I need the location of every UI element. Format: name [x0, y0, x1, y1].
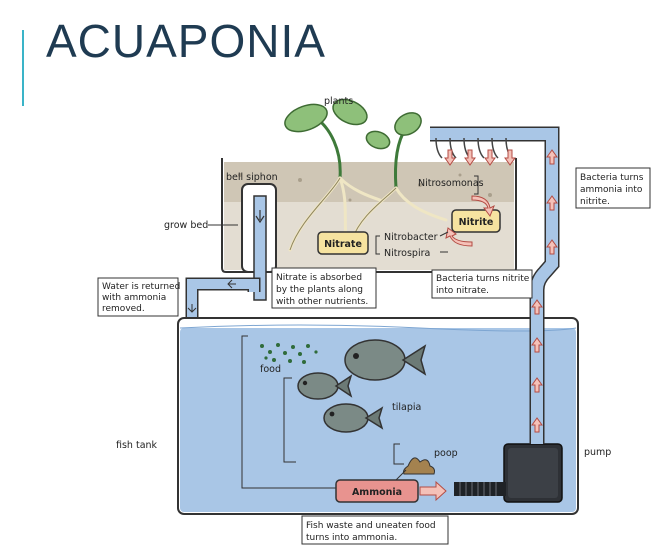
- food-pellets: [260, 343, 318, 364]
- water-returned-line-2: with ammonia: [102, 293, 166, 303]
- ammonia-label: Ammonia: [352, 487, 402, 498]
- poop-label: poop: [434, 448, 458, 459]
- fish-waste-line-2: turns into ammonia.: [306, 533, 397, 543]
- bacteria-ammonia-line-1: Bacteria turns: [580, 173, 644, 183]
- pump-label: pump: [584, 447, 611, 458]
- nitrate-absorbed-line-3: with other nutrients.: [276, 297, 368, 307]
- slide-title: ACUAPONIA: [46, 15, 326, 67]
- nitrate-absorbed-line-2: by the plants along: [276, 285, 363, 295]
- callout-bacteria-nitrite: Bacteria turns nitrite into nitrate.: [431, 269, 533, 299]
- water-returned-line-3: removed.: [102, 304, 145, 314]
- ammonia-box: Ammonia: [335, 479, 447, 503]
- nitrate-absorbed-line-1: Nitrate is absorbed: [276, 273, 362, 283]
- fish-waste-line-1: Fish waste and uneaten food: [306, 521, 436, 531]
- nitrate-box: Nitrate: [317, 231, 369, 255]
- nitrobacter-group: Nitrobacter Nitrospira: [375, 231, 449, 259]
- nitrite-box: Nitrite: [451, 209, 501, 233]
- fish-tank-label: fish tank: [116, 440, 158, 451]
- callout-nitrate-absorbed: Nitrate is absorbed by the plants along …: [271, 267, 377, 309]
- supply-pipe: [430, 126, 560, 444]
- nitrosomonas-label: Nitrosomonas: [418, 178, 484, 189]
- nitrobacter-label: Nitrobacter: [384, 232, 438, 243]
- accent-bar: [22, 30, 24, 106]
- tilapia-fish: [297, 339, 427, 433]
- bell-siphon: [241, 183, 277, 301]
- bacteria-nitrite-line-2: into nitrate.: [436, 286, 489, 296]
- return-pipe: [185, 277, 261, 322]
- nitrite-arrows: [445, 195, 495, 247]
- nitrospira-label: Nitrospira: [384, 248, 430, 259]
- water-returned-line-1: Water is returned: [102, 282, 180, 292]
- callout-water-returned: Water is returned with ammonia removed.: [97, 277, 180, 317]
- bacteria-ammonia-line-2: ammonia into: [580, 185, 643, 195]
- grow-bed-label: grow bed: [164, 220, 208, 231]
- plants-label: plants: [324, 96, 353, 107]
- bell-siphon-label: bell siphon: [226, 172, 278, 183]
- nitrite-label: Nitrite: [459, 217, 494, 228]
- bacteria-nitrite-line-1: Bacteria turns nitrite: [436, 274, 530, 284]
- tilapia-label: tilapia: [392, 402, 421, 413]
- callout-bacteria-ammonia: Bacteria turns ammonia into nitrite.: [575, 167, 651, 209]
- callout-fish-waste: Fish waste and uneaten food turns into a…: [301, 515, 449, 545]
- nitrate-label: Nitrate: [324, 239, 362, 250]
- bacteria-ammonia-line-3: nitrite.: [580, 197, 610, 207]
- food-label: food: [260, 364, 281, 375]
- nitrosomonas-group: Nitrosomonas: [418, 175, 484, 195]
